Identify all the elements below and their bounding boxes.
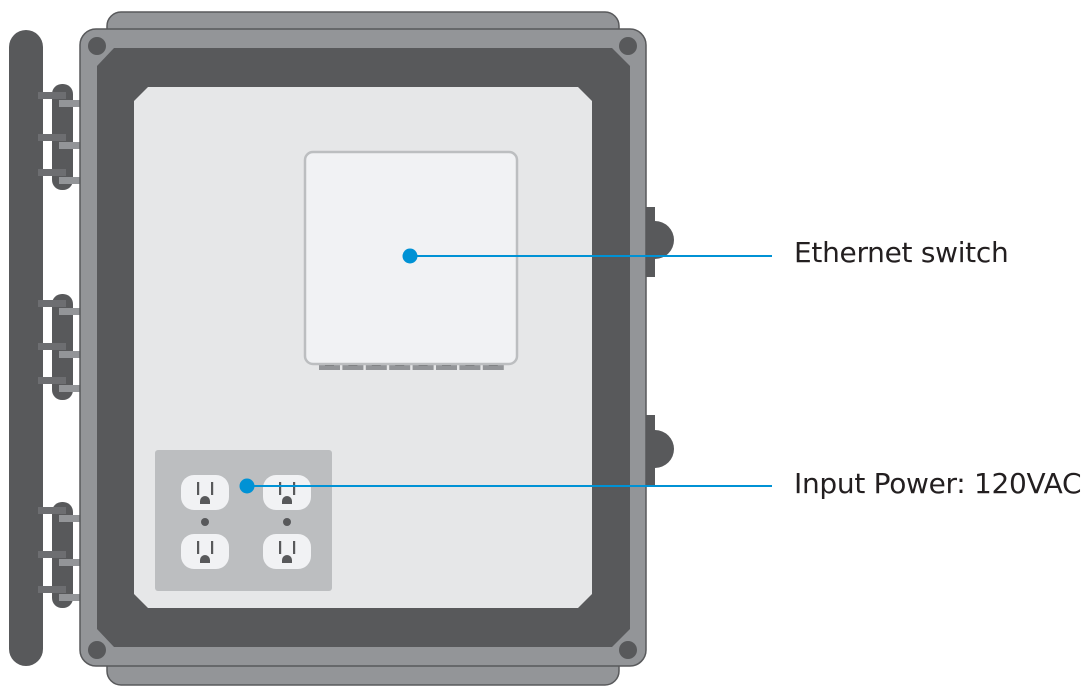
outlet-ground [200, 496, 210, 504]
hinge-rail [9, 30, 43, 666]
screw-top-right [619, 37, 637, 55]
outlet-plate-screw [201, 518, 209, 526]
outlet [263, 534, 311, 569]
outlet-slot [293, 541, 296, 554]
callout-dot-input-power [239, 478, 255, 494]
screw-top-left [88, 37, 106, 55]
callout-input-power [239, 478, 772, 494]
outlet [181, 534, 229, 569]
outlet-face [181, 475, 229, 510]
outlets [181, 475, 311, 569]
outlet-plate [155, 450, 332, 591]
screw-bottom-left [88, 641, 106, 659]
hinge-lower [38, 502, 83, 608]
power-outlets[interactable] [155, 450, 332, 591]
outlet-face [263, 475, 311, 510]
outlet-ground [282, 496, 292, 504]
outlet-plate-screw [283, 518, 291, 526]
outlet-face [263, 534, 311, 569]
outlet-face [181, 534, 229, 569]
label-ethernet-switch: Ethernet switch [794, 236, 1009, 269]
outlet-ground [282, 555, 292, 563]
outlet-ground [200, 555, 210, 563]
outlet [263, 475, 311, 510]
screw-bottom-right [619, 641, 637, 659]
outlet-slot [279, 541, 282, 554]
outlet-slot [197, 541, 200, 554]
outlet-slot [197, 482, 200, 495]
label-input-power: Input Power: 120VAC [794, 467, 1082, 500]
outlet-slot [293, 482, 296, 495]
outlet-slot [211, 541, 214, 554]
callout-ethernet-switch [402, 248, 772, 264]
hinge-upper [38, 84, 83, 190]
callout-dot-ethernet-switch [402, 248, 418, 264]
outlet [181, 475, 229, 510]
outlet-slot [279, 482, 282, 495]
outlet-slot [211, 482, 214, 495]
hinge-middle [38, 294, 83, 400]
